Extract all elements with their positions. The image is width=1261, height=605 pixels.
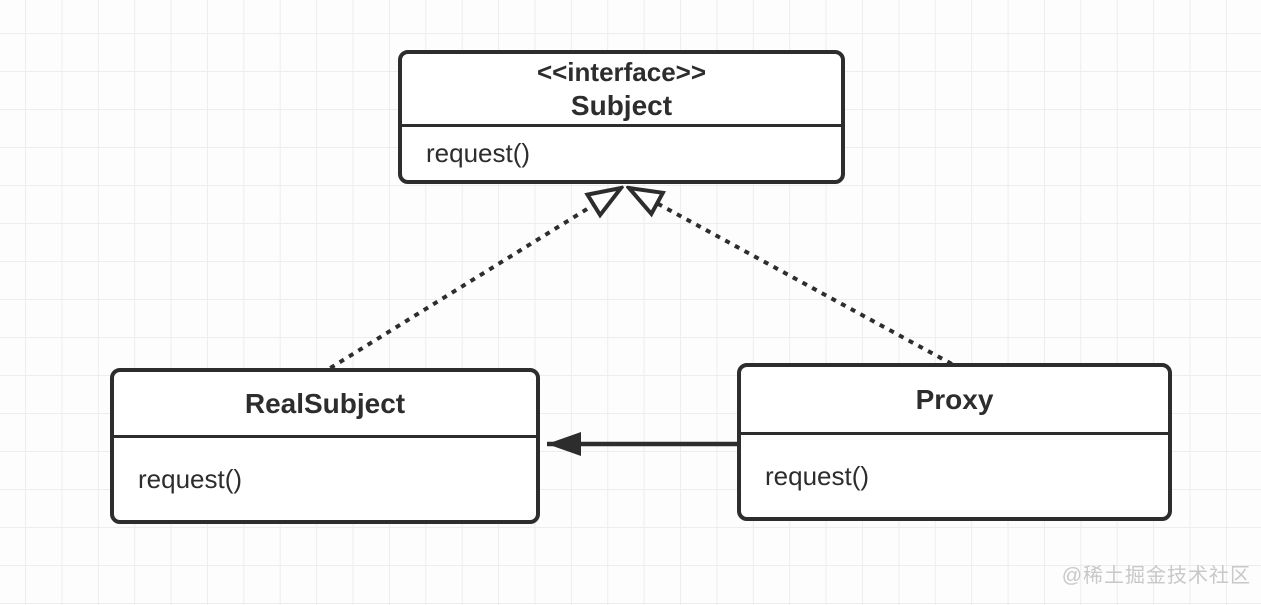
class-subject-methods: request() [402, 127, 841, 180]
method-label: request() [138, 463, 243, 494]
class-subject-name: Subject [570, 89, 673, 121]
class-box-proxy: Proxy request() [737, 363, 1172, 521]
method-label: request() [426, 138, 531, 168]
realization-arrow-proxy-to-subject [629, 188, 953, 366]
class-realsubject-name: RealSubject [244, 387, 406, 419]
class-box-subject: <<interface>> Subject request() [398, 50, 845, 184]
class-realsubject-header: RealSubject [114, 372, 536, 438]
method-label: request() [765, 460, 870, 491]
class-proxy-header: Proxy [741, 367, 1168, 435]
watermark-text: @稀土掘金技术社区 [1061, 565, 1251, 587]
class-proxy-methods: request() [741, 435, 1168, 517]
class-box-realsubject: RealSubject request() [110, 368, 540, 524]
realization-arrow-realsubject-to-subject [329, 188, 621, 370]
class-realsubject-methods: request() [114, 438, 536, 520]
class-proxy-name: Proxy [915, 383, 994, 415]
class-subject-header: <<interface>> Subject [402, 54, 841, 127]
class-subject-stereotype: <<interface>> [536, 56, 707, 87]
